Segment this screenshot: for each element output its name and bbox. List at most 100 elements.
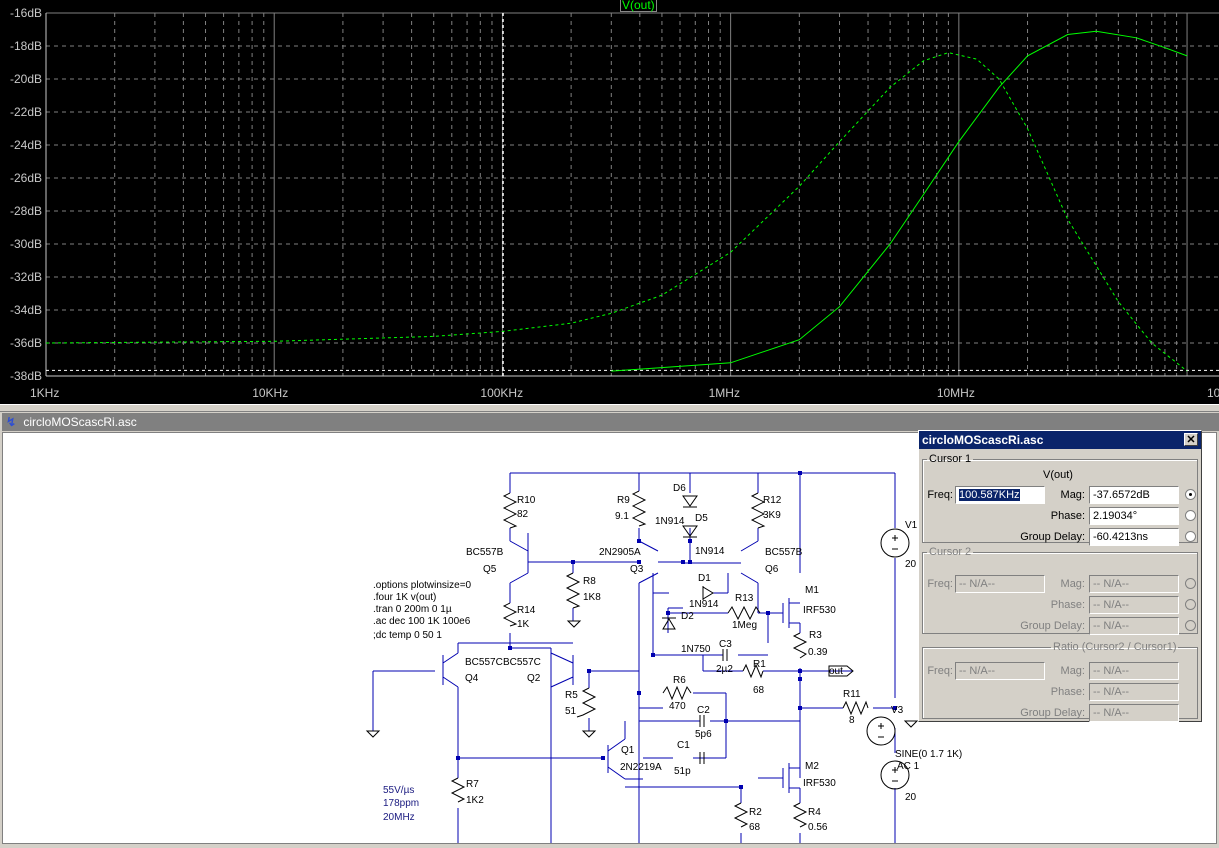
x-tick-label: 1MHz	[708, 386, 740, 400]
label-r14: R14	[517, 605, 536, 616]
cursor2-group-delay-radio[interactable]	[1185, 620, 1196, 631]
label-r8: R8	[583, 576, 596, 587]
cursor1-trace-name: V(out)	[1043, 469, 1073, 481]
label-d5: D5	[695, 513, 708, 524]
cursor2-mag-field[interactable]: -- N/A--	[1089, 575, 1179, 593]
model-m1: IRF530	[803, 605, 836, 616]
value-r11: 8	[849, 715, 855, 726]
value-r14: 1K	[517, 619, 530, 630]
label-r11: R11	[843, 689, 861, 700]
directive-dc-comment: ;dc temp 0 50 1	[373, 630, 442, 641]
cursor-dialog[interactable]: circloMOScascRi.asc ✕ Cursor 1 V(out) Fr…	[918, 430, 1202, 722]
source-ac-spec: AC 1	[897, 761, 920, 772]
ratio-freq-field[interactable]: -- N/A--	[955, 662, 1045, 680]
ratio-group-delay-field[interactable]: -- N/A--	[1089, 704, 1179, 722]
resistors	[450, 490, 869, 828]
ratio-phase-field[interactable]: -- N/A--	[1089, 683, 1179, 701]
label-m2: M2	[805, 761, 819, 772]
value-r5: 51	[565, 706, 577, 717]
label-r6: R6	[673, 675, 686, 686]
close-button[interactable]: ✕	[1184, 433, 1198, 446]
y-tick-label: -32dB	[9, 270, 42, 284]
value-r9: 9.1	[615, 511, 629, 522]
ratio-mag-field[interactable]: -- N/A--	[1089, 662, 1179, 680]
cursor1-group-delay-radio[interactable]	[1185, 531, 1196, 542]
label-q5: Q5	[483, 564, 497, 575]
cursor1-mag-field[interactable]: -37.6572dB	[1089, 486, 1179, 504]
cursor1-freq-value: 100.587KHz	[959, 489, 1020, 501]
label-r12: R12	[763, 495, 782, 506]
cursor2-phase-label: Phase:	[1050, 599, 1085, 611]
label-c1: C1	[677, 740, 690, 751]
value-c2: 5p6	[695, 729, 712, 740]
ratio-group-delay-label: Group Delay:	[1020, 707, 1085, 719]
x-tick-label: 10	[1207, 386, 1219, 400]
schematic-notes: 55V/µs 178ppm 20MHz	[383, 785, 419, 823]
cursor1-freq-field[interactable]: 100.587KHz	[955, 486, 1045, 504]
cursor1-mag-radio[interactable]	[1185, 489, 1196, 500]
radio-selected-dot	[1189, 493, 1192, 496]
cursor2-group-delay-field[interactable]: -- N/A--	[1089, 617, 1179, 635]
cursor1-freq-label: Freq:	[927, 489, 953, 501]
cursor2-phase-field[interactable]: -- N/A--	[1089, 596, 1179, 614]
model-q6: BC557B	[765, 547, 803, 558]
x-tick-label: 100KHz	[480, 386, 524, 400]
cursor1-phase-radio[interactable]	[1185, 510, 1196, 521]
cursor-dialog-title: circloMOScascRi.asc	[922, 433, 1044, 447]
series-dashed-trace	[45, 52, 1188, 372]
label-c3: C3	[719, 639, 732, 650]
waveform-plot[interactable]: V(out) -16dB-18dB-20dB-22dB-24dB-26dB-28…	[0, 0, 1219, 412]
cursor1-group-delay-label: Group Delay:	[1020, 531, 1085, 543]
value-v2: 20	[905, 792, 917, 803]
cursor2-freq-label: Freq:	[927, 578, 953, 590]
cursor2-phase-radio[interactable]	[1185, 599, 1196, 610]
cursor1-mag-label: Mag:	[1060, 489, 1085, 501]
cursor1-legend: Cursor 1	[929, 453, 972, 465]
y-tick-label: -22dB	[9, 105, 42, 119]
label-m1: M1	[805, 585, 819, 596]
source-symbols	[878, 535, 898, 782]
cursor1-phase-field[interactable]: 2.19034°	[1089, 507, 1179, 525]
value-r7: 1K2	[466, 795, 484, 806]
ratio-phase-label: Phase:	[1050, 686, 1085, 698]
series-solid-trace	[611, 30, 1188, 372]
cursor2-mag-label: Mag:	[1060, 578, 1085, 590]
value-v1: 20	[905, 559, 917, 570]
label-q1: Q1	[621, 745, 635, 756]
y-tick-label: -34dB	[9, 303, 42, 317]
cursor2-mag-radio[interactable]	[1185, 578, 1196, 589]
value-r13: 1Meg	[732, 620, 757, 631]
schematic-title-bar[interactable]: ↯ circloMOScascRi.asc	[2, 413, 1219, 431]
label-d1: D1	[698, 573, 711, 584]
cursor1-group-delay-field[interactable]: -60.4213ns	[1089, 528, 1179, 546]
schematic-icon: ↯	[6, 415, 17, 429]
x-tick-label: 1KHz	[30, 386, 60, 400]
label-r3: R3	[809, 630, 822, 641]
cursor-dialog-title-bar[interactable]: circloMOScascRi.asc ✕	[919, 431, 1201, 449]
label-v1: V1	[905, 520, 918, 531]
label-d2: D2	[681, 611, 694, 622]
note-distortion: 178ppm	[383, 798, 419, 809]
model-m2: IRF530	[803, 778, 836, 789]
cursor2-freq-field[interactable]: -- N/A--	[955, 575, 1045, 593]
value-r12: 3K9	[763, 510, 781, 521]
trace-label-vout[interactable]: V(out)	[620, 0, 657, 12]
plot-canvas[interactable]	[0, 0, 1219, 404]
cursor2-group-delay-label: Group Delay:	[1020, 620, 1085, 632]
model-d1: 1N914	[689, 599, 719, 610]
value-r6: 470	[669, 701, 686, 712]
y-tick-label: -36dB	[9, 336, 42, 350]
model-q4: BC557C	[465, 657, 503, 668]
label-c2: C2	[697, 705, 710, 716]
y-tick-label: -38dB	[9, 369, 42, 383]
directive-tran: .tran 0 200m 0 1µ	[373, 604, 452, 615]
model-d6: 1N914	[655, 516, 685, 527]
ratio-freq-label: Freq:	[927, 665, 953, 677]
schematic-drawing[interactable]: R10 82 R9 9.1 D6 1N914 D5 1N914 R12 3K9 …	[3, 433, 1216, 843]
directive-ac: .ac dec 100 1K 100e6	[373, 616, 471, 627]
y-tick-label: -26dB	[9, 171, 42, 185]
model-q5: BC557B	[466, 547, 504, 558]
ratio-mag-label: Mag:	[1060, 665, 1085, 677]
cursor1-group: Cursor 1 V(out) Freq: 100.587KHz Mag: -3…	[922, 453, 1198, 546]
pane-splitter[interactable]	[0, 404, 1219, 412]
